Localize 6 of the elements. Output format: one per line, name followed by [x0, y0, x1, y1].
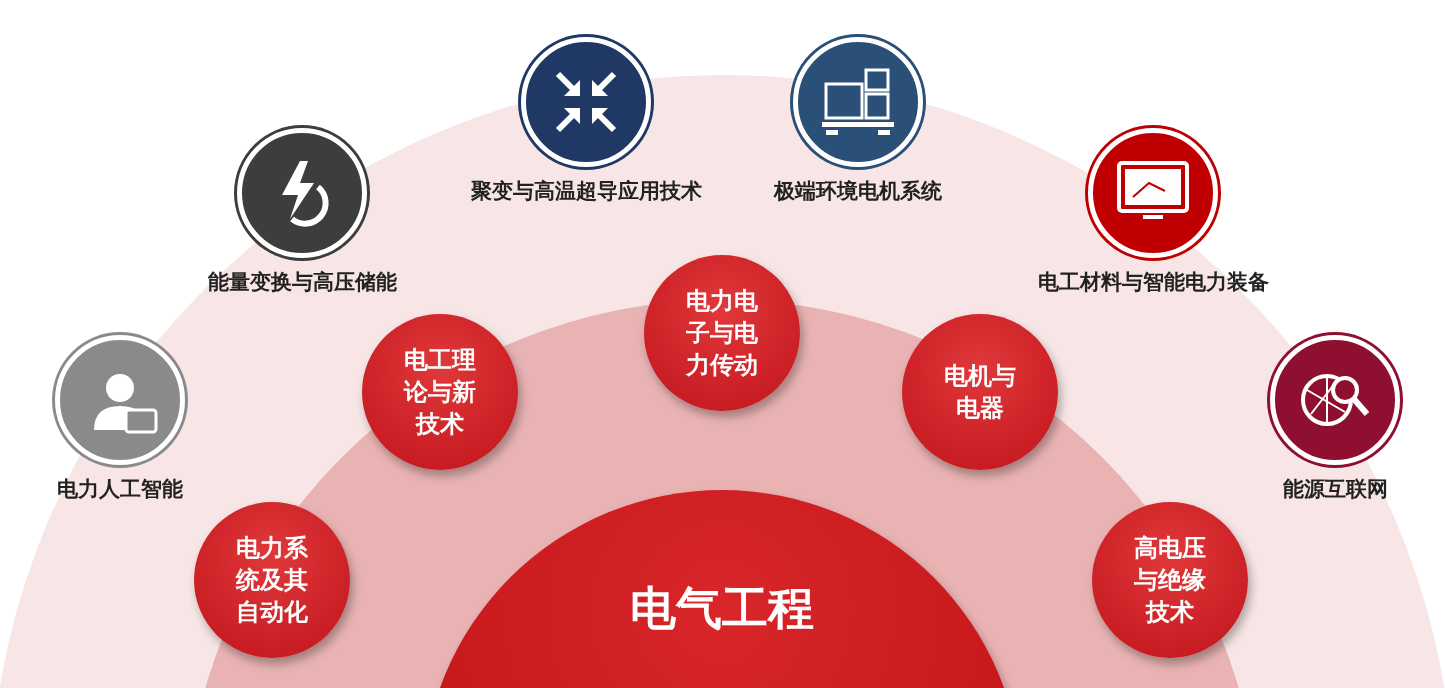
topic-label: 极端环境电机系统	[772, 178, 943, 205]
topic-label: 电力人工智能	[56, 476, 184, 503]
topic-label: 电工材料与智能电力装备	[1036, 269, 1270, 296]
topic-label: 能量变换与高压储能	[206, 269, 398, 296]
topic-label: 聚变与高温超导应用技术	[469, 178, 703, 205]
topic-label: 能源互联网	[1281, 476, 1389, 503]
